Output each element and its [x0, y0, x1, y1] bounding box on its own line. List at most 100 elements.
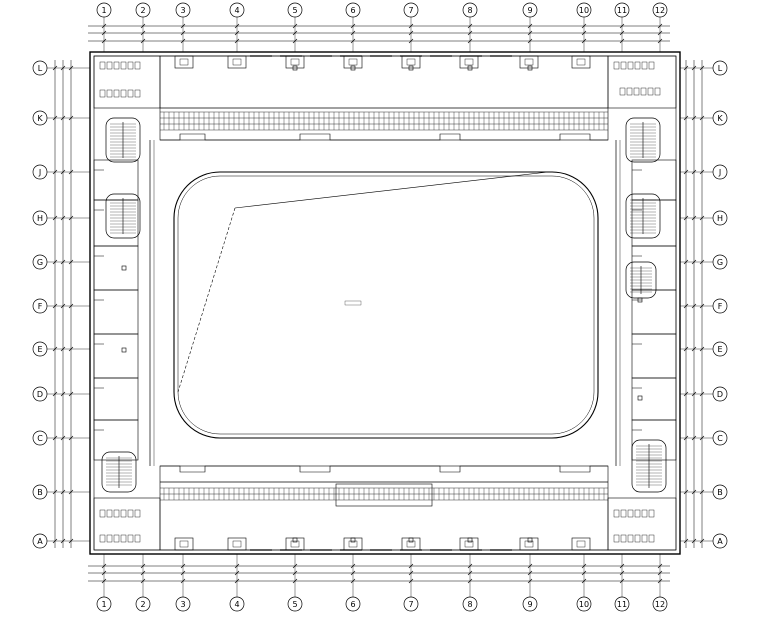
facade-bay — [174, 55, 194, 69]
toilet-stall — [120, 89, 127, 98]
grid-bubble-left-E-label: E — [37, 345, 42, 354]
grid-bubble-top-6-label: 6 — [350, 6, 355, 15]
grid-bubble-bottom-3: 3 — [175, 596, 191, 612]
toilet-stall — [134, 61, 141, 70]
toilet-stall — [633, 87, 640, 96]
grid-bubble-right-G-label: G — [717, 258, 723, 267]
toilet-stall — [127, 509, 134, 518]
grid-bubble-right-C: C — [712, 430, 728, 446]
grid-bubble-top-11-label: 11 — [617, 6, 627, 15]
toilet-stall — [634, 61, 641, 70]
toilet-stall — [134, 534, 141, 543]
toilet-stall — [620, 61, 627, 70]
grid-bubble-bottom-1: 1 — [96, 596, 112, 612]
grid-bubble-bottom-8: 8 — [462, 596, 478, 612]
grid-bubble-top-3: 3 — [175, 2, 191, 18]
facade-bay — [401, 537, 421, 551]
grid-bubble-bottom-8-label: 8 — [467, 600, 472, 609]
grid-bubble-top-12: 12 — [652, 2, 668, 18]
arena-court — [173, 171, 599, 439]
toilet-stall — [654, 87, 661, 96]
toilet-stall — [648, 509, 655, 518]
grid-bubble-left-G-label: G — [37, 258, 43, 267]
grid-bubble-right-K: K — [712, 110, 728, 126]
column — [350, 537, 356, 543]
facade-bay — [571, 55, 591, 69]
toilet-stall — [647, 87, 654, 96]
grid-bubble-bottom-1-label: 1 — [101, 600, 106, 609]
grid-bubble-top-5: 5 — [287, 2, 303, 18]
grid-bubble-top-9: 9 — [522, 2, 538, 18]
column — [467, 537, 473, 543]
grid-bubble-left-J-label: J — [38, 168, 41, 177]
building-outline — [89, 51, 681, 555]
grid-bubble-left-A-label: A — [37, 537, 43, 546]
grid-bubble-right-L-label: L — [718, 64, 723, 73]
toilet-stall — [641, 509, 648, 518]
side-room — [93, 333, 139, 379]
toilet-stall — [134, 509, 141, 518]
grid-bubble-right-K-label: K — [717, 114, 723, 123]
toilet-stall — [627, 61, 634, 70]
column — [121, 265, 127, 271]
grid-bubble-left-K: K — [32, 110, 48, 126]
side-room — [93, 289, 139, 335]
facade-bay — [227, 537, 247, 551]
grid-bubble-right-B-label: B — [717, 488, 723, 497]
west-rooms — [93, 140, 155, 466]
facade-bay — [174, 537, 194, 551]
grid-bubble-top-6: 6 — [345, 2, 361, 18]
grid-bubble-top-10: 10 — [576, 2, 592, 18]
column — [637, 395, 643, 401]
grid-bubble-bottom-12-label: 12 — [655, 600, 665, 609]
toilet-stall — [641, 61, 648, 70]
grid-bubble-left-H: H — [32, 210, 48, 226]
toilet-stall — [127, 534, 134, 543]
grid-bubble-bottom-10-label: 10 — [579, 600, 589, 609]
facade-bay — [571, 537, 591, 551]
grid-bubble-right-B: B — [712, 484, 728, 500]
side-room — [631, 289, 677, 335]
grid-bubble-bottom-12: 12 — [652, 596, 668, 612]
grid-bubble-bottom-5: 5 — [287, 596, 303, 612]
side-room — [631, 419, 677, 461]
toilet-stall — [134, 89, 141, 98]
grid-bubble-right-H: H — [712, 210, 728, 226]
grid-bubble-bottom-6: 6 — [345, 596, 361, 612]
toilet-stall — [627, 509, 634, 518]
toilet-stall — [99, 534, 106, 543]
grid-bubble-bottom-9-label: 9 — [527, 600, 532, 609]
side-room — [93, 245, 139, 291]
column — [527, 537, 533, 543]
grid-bubble-bottom-11: 11 — [614, 596, 630, 612]
stairwell — [105, 117, 141, 163]
grid-bubble-top-2: 2 — [135, 2, 151, 18]
toilet-stall — [648, 534, 655, 543]
side-room — [93, 419, 139, 461]
toilet-stall — [620, 534, 627, 543]
toilet-stall — [106, 509, 113, 518]
grid-bubble-right-C-label: C — [717, 434, 723, 443]
grid-bubble-right-D: D — [712, 386, 728, 402]
grid-bubble-right-F: F — [712, 298, 728, 314]
north-facade-bays — [174, 55, 591, 69]
grid-bubble-top-2-label: 2 — [140, 6, 145, 15]
grid-bubble-top-8-label: 8 — [467, 6, 472, 15]
facade-bay — [519, 537, 539, 551]
toilet-stall — [120, 534, 127, 543]
grid-bubble-top-11: 11 — [614, 2, 630, 18]
grid-bubble-top-12-label: 12 — [655, 6, 665, 15]
side-room — [631, 199, 677, 247]
grid-bubble-right-A: A — [712, 533, 728, 549]
grid-bubble-right-F-label: F — [718, 302, 723, 311]
toilet-stall — [127, 61, 134, 70]
grid-bubble-top-1-label: 1 — [101, 6, 106, 15]
column — [350, 65, 356, 71]
side-room — [631, 333, 677, 379]
toilet-stall — [99, 509, 106, 518]
column — [408, 537, 414, 543]
side-room — [93, 199, 139, 247]
stairwell — [625, 261, 657, 299]
toilet-stall — [120, 509, 127, 518]
